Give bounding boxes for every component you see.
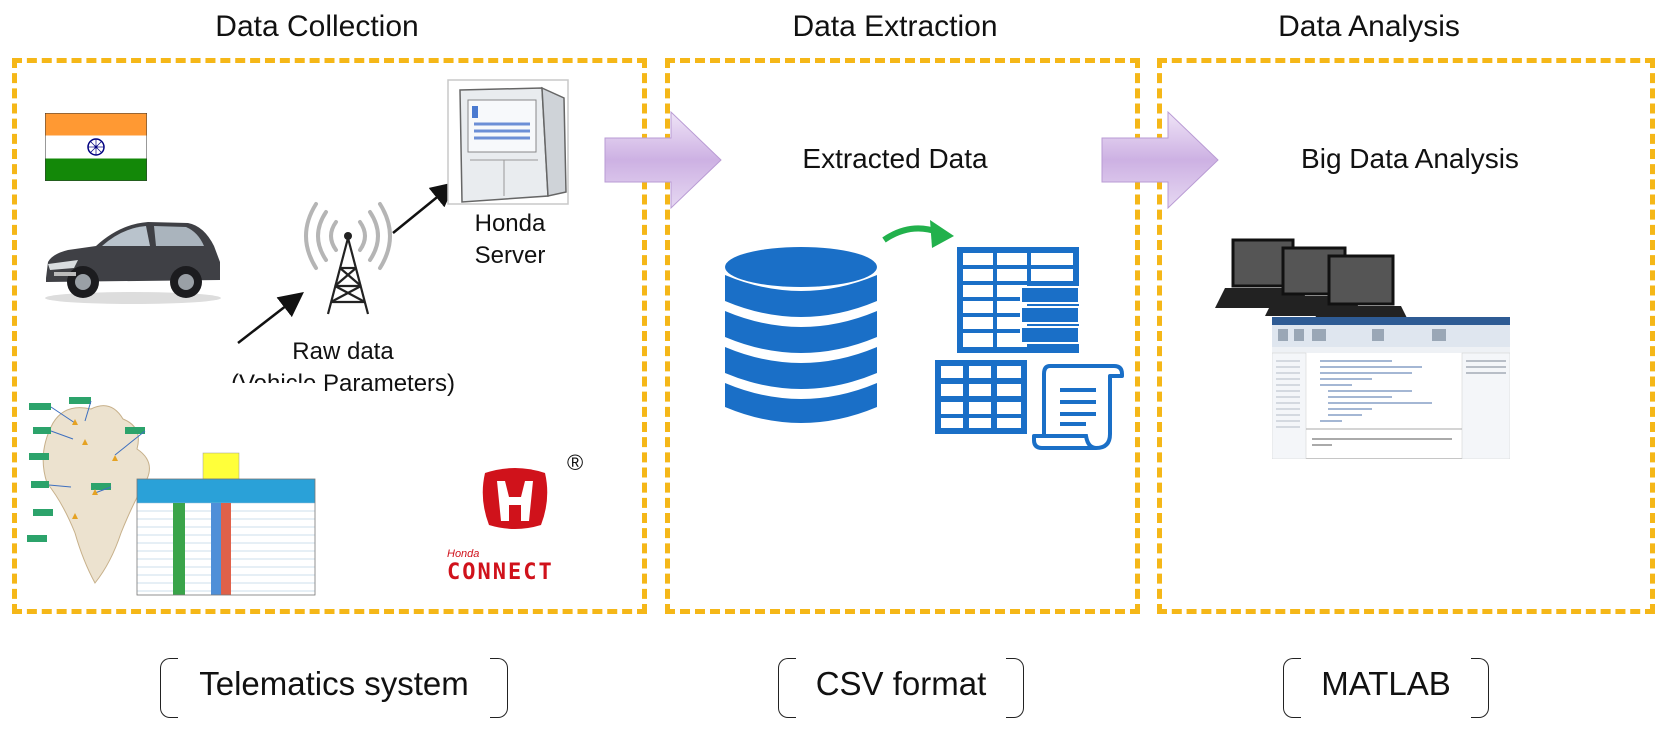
collection-panel bbox=[12, 58, 647, 614]
stage-title-analysis: Data Analysis bbox=[1278, 10, 1460, 43]
caption-bracket-left-1 bbox=[160, 658, 178, 718]
honda-logo-icon bbox=[482, 468, 548, 529]
caption-bracket-right-2 bbox=[1006, 658, 1024, 718]
flow-arrow-1 bbox=[604, 110, 722, 210]
server-label: Honda Server bbox=[474, 210, 546, 269]
extraction-panel bbox=[665, 58, 1140, 614]
registered-mark: ® bbox=[567, 450, 584, 475]
analysis-panel bbox=[1157, 58, 1655, 614]
stage-title-extraction: Data Extraction bbox=[792, 10, 998, 43]
car-icon bbox=[45, 222, 221, 304]
matlab-screenshot-icon bbox=[1272, 317, 1510, 459]
server-icon bbox=[447, 79, 569, 205]
caption-bracket-right-1 bbox=[490, 658, 508, 718]
india-flag-icon bbox=[45, 113, 147, 181]
document-icon bbox=[1032, 364, 1124, 450]
table-icon bbox=[957, 247, 1080, 353]
connection-arrows bbox=[237, 181, 456, 344]
big-data-analysis-title: Big Data Analysis bbox=[1301, 143, 1519, 174]
caption-bracket-right-3 bbox=[1471, 658, 1489, 718]
stage-title-collection: Data Collection bbox=[215, 10, 419, 43]
antenna-tower-icon bbox=[304, 202, 392, 315]
flow-arrow-2 bbox=[1101, 110, 1219, 210]
caption-bracket-left-2 bbox=[778, 658, 796, 718]
caption-csv: CSV format bbox=[815, 665, 987, 702]
database-icon bbox=[725, 247, 877, 423]
map-table-icon bbox=[25, 383, 317, 597]
extracted-data-title: Extracted Data bbox=[802, 143, 988, 174]
connect-label: CONNECT bbox=[447, 560, 554, 585]
caption-matlab: MATLAB bbox=[1321, 665, 1451, 702]
caption-telematics: Telematics system bbox=[199, 665, 469, 702]
grid-icon bbox=[935, 360, 1027, 434]
honda-small-label: Honda bbox=[447, 548, 480, 560]
caption-bracket-left-3 bbox=[1283, 658, 1301, 718]
curved-arrow-icon bbox=[882, 220, 954, 248]
laptops-icon bbox=[1215, 238, 1411, 326]
